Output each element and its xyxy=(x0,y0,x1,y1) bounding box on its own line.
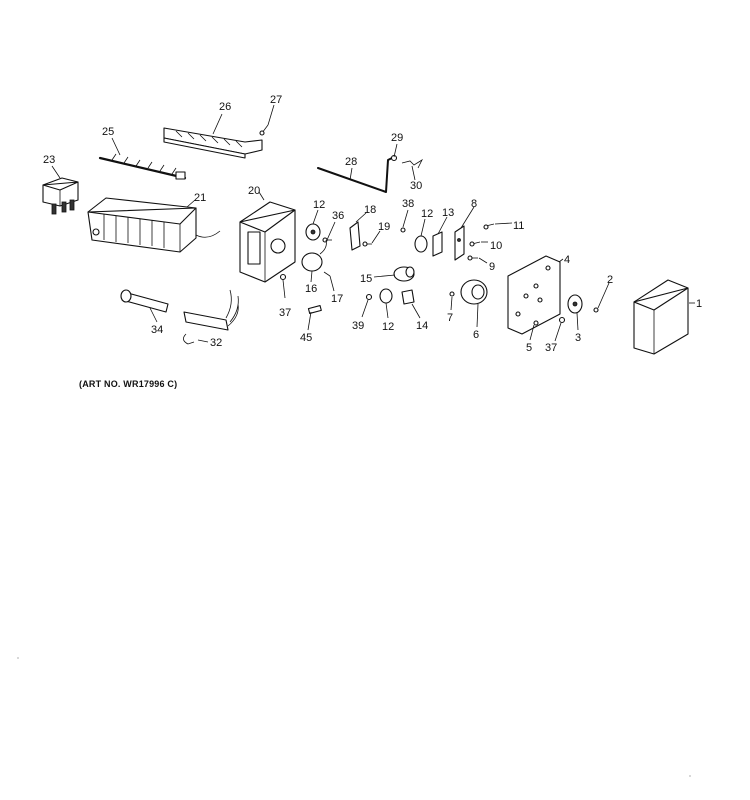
callout-3: 3 xyxy=(575,332,581,344)
part-14-cap xyxy=(401,289,415,305)
callout-38: 38 xyxy=(402,198,414,210)
part-13-spacer xyxy=(432,231,443,257)
callout-13: 13 xyxy=(442,207,454,219)
callout-23: 23 xyxy=(43,154,55,166)
part-12-cam-upper-left xyxy=(305,223,321,241)
part-12-cam-upper-middle xyxy=(414,235,428,253)
callout-37-left: 37 xyxy=(279,307,291,319)
callout-6: 6 xyxy=(473,329,479,341)
part-16-thermostat xyxy=(301,239,327,272)
part-8-switch xyxy=(454,225,465,261)
part-37-screw-right xyxy=(558,316,566,324)
part-9-screw xyxy=(467,255,478,261)
callout-12-upper-left: 12 xyxy=(313,199,325,211)
scan-speck xyxy=(17,657,19,659)
part-25-ejector xyxy=(98,153,187,180)
scan-speck xyxy=(689,775,691,777)
part-2-screw xyxy=(593,307,599,313)
callout-12-lower: 12 xyxy=(382,321,394,333)
part-4-mounting-plate xyxy=(507,255,561,335)
part-18-lever xyxy=(349,221,361,251)
callout-12-upper-middle: 12 xyxy=(421,208,433,220)
callout-21: 21 xyxy=(194,192,206,204)
callout-10: 10 xyxy=(490,240,502,252)
callout-39: 39 xyxy=(352,320,364,332)
part-34-fill-tube xyxy=(120,289,169,313)
part-12-cam-lower xyxy=(379,288,393,304)
callout-36: 36 xyxy=(332,210,344,222)
part-15-gear xyxy=(393,266,415,282)
part-7-screw xyxy=(449,291,455,297)
callout-18: 18 xyxy=(364,204,376,216)
part-21-ice-mold xyxy=(87,197,221,253)
part-26-bracket xyxy=(163,127,263,159)
callout-labels: 1 2 3 4 5 6 7 8 9 10 11 12 12 12 13 14 1… xyxy=(43,94,702,354)
part-27-screw xyxy=(259,124,269,136)
callout-8: 8 xyxy=(471,198,477,210)
callout-19: 19 xyxy=(378,221,390,233)
part-10-spacer xyxy=(469,241,481,247)
callout-34: 34 xyxy=(151,324,163,336)
art-number-caption: (ART NO. WR17996 C) xyxy=(79,379,178,389)
part-45-pin xyxy=(307,304,322,315)
callout-45: 45 xyxy=(300,332,312,344)
callout-16: 16 xyxy=(305,283,317,295)
callout-29: 29 xyxy=(391,132,403,144)
part-30-spring xyxy=(401,158,423,169)
callout-9: 9 xyxy=(489,261,495,273)
part-19-screw xyxy=(362,241,372,247)
callout-2: 2 xyxy=(607,274,613,286)
part-37-screw-left xyxy=(279,273,287,299)
callout-26: 26 xyxy=(219,101,231,113)
part-6-motor xyxy=(460,279,488,305)
callout-1: 1 xyxy=(696,298,702,310)
callout-17: 17 xyxy=(331,293,343,305)
part-39-screw xyxy=(365,293,373,301)
callout-28: 28 xyxy=(345,156,357,168)
leader-lines xyxy=(51,104,695,343)
part-5-screw xyxy=(533,320,539,326)
callout-15: 15 xyxy=(360,273,372,285)
part-23-box xyxy=(42,177,79,215)
callout-4: 4 xyxy=(564,254,570,266)
part-1-cover xyxy=(633,279,689,355)
callout-27: 27 xyxy=(270,94,282,106)
callout-37-right: 37 xyxy=(545,342,557,354)
callout-14: 14 xyxy=(416,320,428,332)
callout-7: 7 xyxy=(447,312,453,324)
part-3-gear xyxy=(567,294,583,314)
callout-25: 25 xyxy=(102,126,114,138)
callout-11: 11 xyxy=(513,220,524,232)
callout-20: 20 xyxy=(248,185,260,197)
part-32-harness xyxy=(183,289,239,345)
callout-5: 5 xyxy=(526,342,532,354)
part-17-clip xyxy=(323,271,331,277)
callout-32: 32 xyxy=(210,337,222,349)
part-11-screw xyxy=(483,223,495,230)
part-38-screw xyxy=(400,227,406,233)
part-20-housing xyxy=(239,201,296,283)
callout-30: 30 xyxy=(410,180,422,192)
